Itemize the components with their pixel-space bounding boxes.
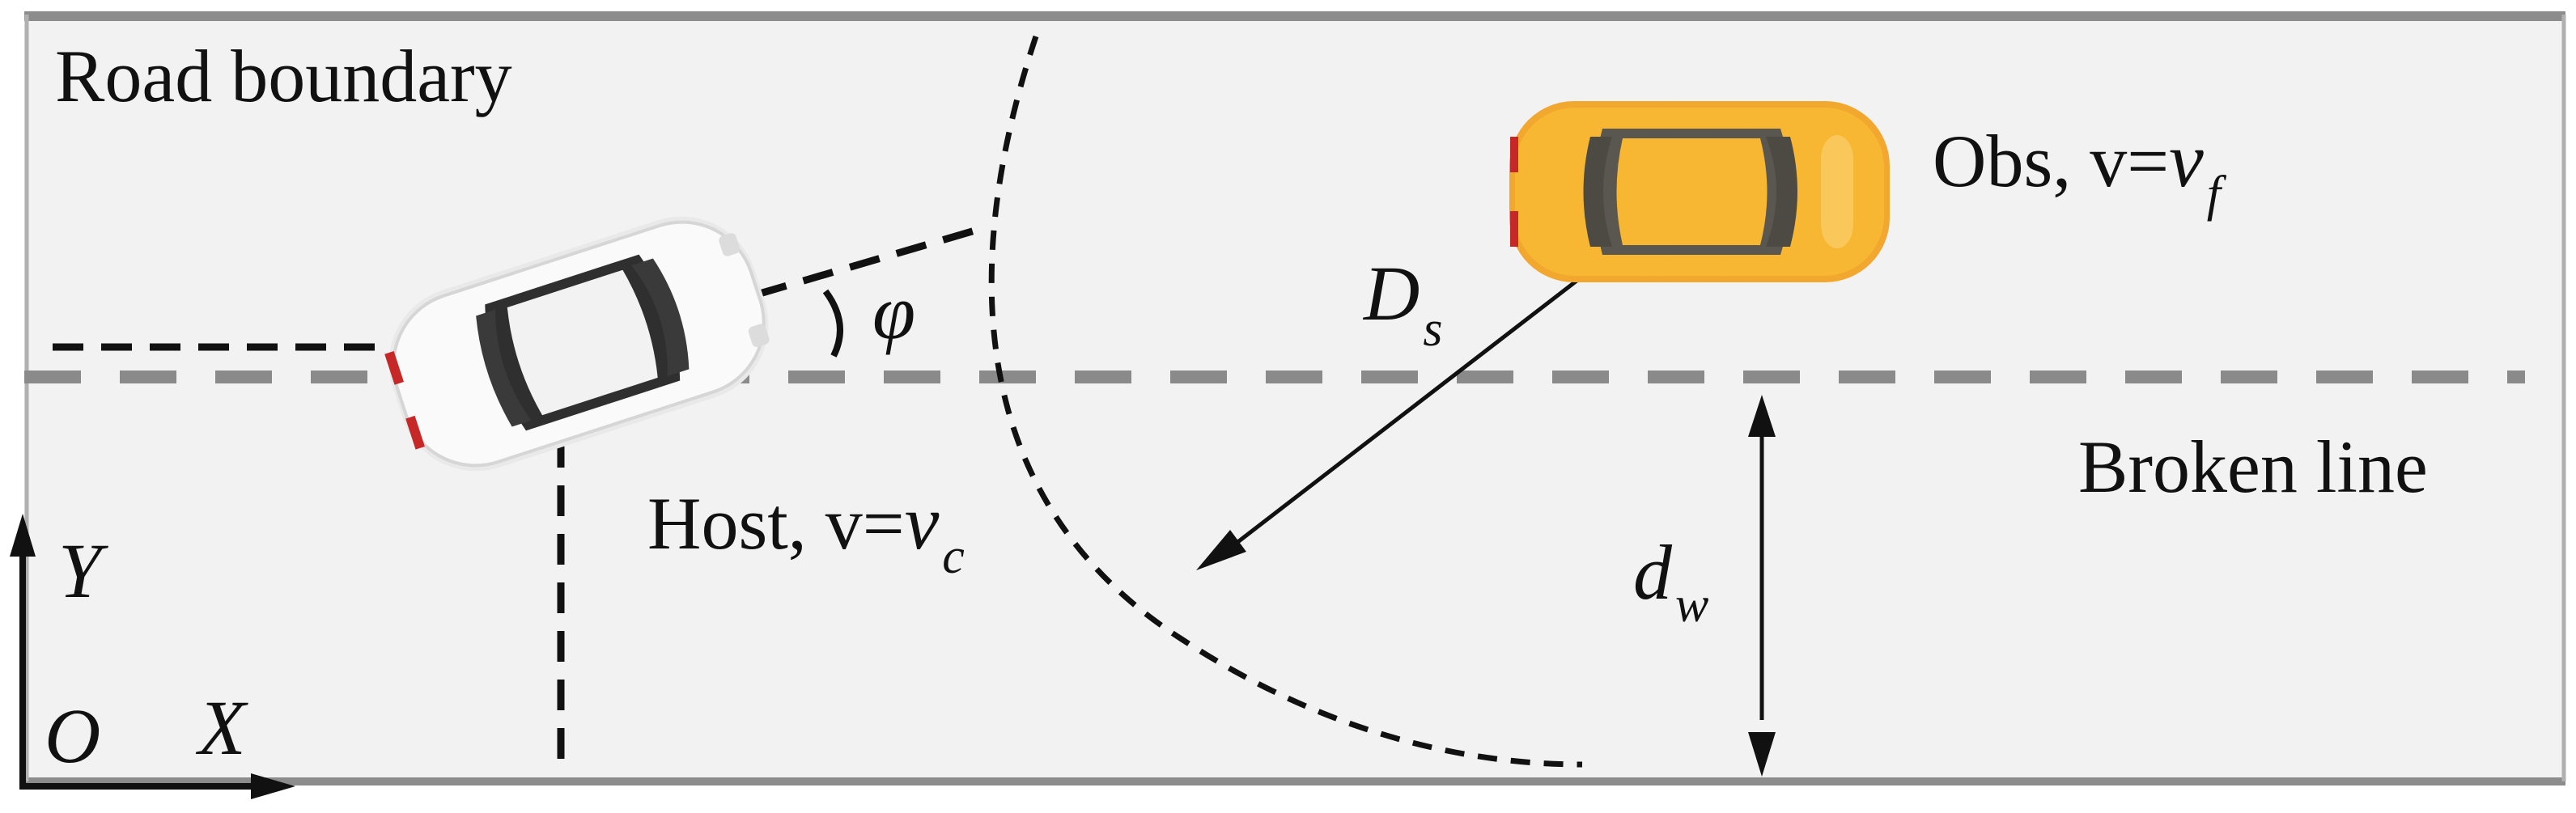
x-axis-arrowhead bbox=[251, 773, 295, 799]
broken-line-label: Broken line bbox=[2078, 426, 2428, 508]
vc-subscript: c bbox=[942, 529, 965, 584]
vf-symbol: v bbox=[2169, 116, 2204, 203]
y-axis-arrowhead bbox=[10, 514, 36, 557]
vc-symbol: v bbox=[905, 479, 940, 565]
dw-arrowhead-top bbox=[1748, 395, 1776, 437]
host-velocity-label: Host, v=vc bbox=[647, 479, 965, 584]
road-boundary-label: Road boundary bbox=[55, 35, 512, 117]
dw-symbol: d bbox=[1633, 529, 1673, 616]
ds-subscript: s bbox=[1423, 302, 1442, 357]
ds-arrowhead bbox=[1196, 530, 1246, 570]
ds-label: Ds bbox=[1362, 250, 1442, 357]
dw-subscript: w bbox=[1675, 578, 1708, 633]
host-heading-direction-line bbox=[755, 224, 985, 299]
x-axis-label: X bbox=[195, 684, 248, 771]
ds-symbol: D bbox=[1362, 250, 1420, 337]
y-axis-label: Y bbox=[58, 527, 108, 614]
host-label-prefix: Host, v= bbox=[647, 482, 905, 565]
dw-label: dw bbox=[1633, 529, 1708, 633]
origin-label: O bbox=[45, 692, 100, 779]
phi-angle-arc bbox=[822, 289, 843, 358]
dw-arrowhead-bottom bbox=[1748, 732, 1776, 777]
phi-label: φ bbox=[872, 269, 915, 355]
host-car-icon bbox=[384, 216, 770, 472]
obs-label-prefix: Obs, v= bbox=[1933, 120, 2169, 202]
obs-car-icon bbox=[1509, 101, 1890, 282]
safety-distance-arc bbox=[988, 35, 1583, 768]
